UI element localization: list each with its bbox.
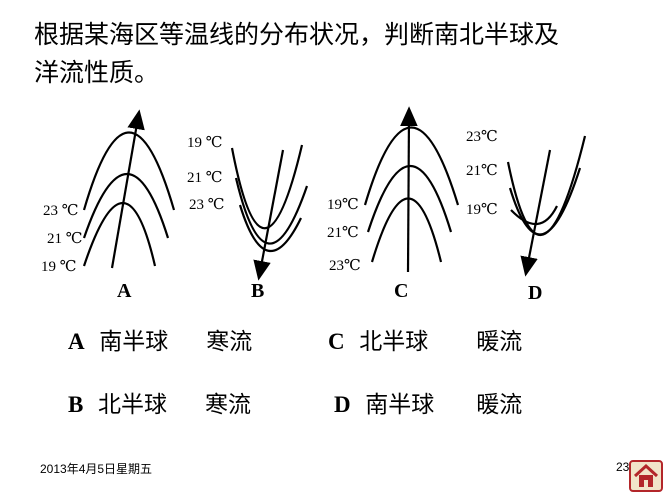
option-d-current: 暖流 xyxy=(476,392,523,418)
panel-c xyxy=(363,106,460,273)
panel-d-letter: D xyxy=(528,282,542,304)
panel-a-letter: A xyxy=(117,280,132,302)
panel-c-current-arrow xyxy=(400,106,418,273)
panel-b-label-2: 21 ℃ xyxy=(187,170,223,186)
option-d-key: D xyxy=(334,392,351,417)
panel-a xyxy=(82,109,176,269)
home-icon[interactable] xyxy=(629,460,663,492)
question-text: 根据某海区等温线的分布状况，判断南北半球及 洋流性质。 xyxy=(34,16,654,92)
option-b-current: 寒流 xyxy=(204,392,251,418)
panel-d xyxy=(506,135,587,277)
panel-b-isotherm-inner xyxy=(238,204,302,252)
panel-d-label-2: 21℃ xyxy=(466,163,498,179)
panel-c-isotherm-inner xyxy=(370,197,443,263)
panel-b-isotherm-outer xyxy=(230,144,304,230)
panel-b-label-3: 23 ℃ xyxy=(189,197,225,213)
panel-a-label-3: 19 ℃ xyxy=(41,259,77,275)
panel-c-isotherm-outer xyxy=(363,126,460,206)
panel-d-label-1: 23℃ xyxy=(466,129,498,145)
panel-d-isotherm-inner xyxy=(510,205,558,226)
panel-b-current-arrow xyxy=(253,149,285,281)
option-b-hemisphere: 北半球 xyxy=(97,392,167,418)
question-line-2: 洋流性质。 xyxy=(34,58,160,87)
panel-c-label-1: 19℃ xyxy=(327,197,359,213)
panel-b-isotherm-middle xyxy=(234,177,309,245)
option-a-key: A xyxy=(68,329,85,354)
option-c-hemisphere: 北半球 xyxy=(359,329,429,355)
panel-a-isotherm-outer xyxy=(82,131,176,211)
option-a[interactable]: A 南半球 寒流 xyxy=(68,322,252,356)
panel-a-label-1: 23 ℃ xyxy=(43,203,79,219)
option-c-key: C xyxy=(328,329,345,354)
panel-d-isotherm-middle xyxy=(508,167,582,236)
option-c[interactable]: C 北半球 暖流 xyxy=(328,322,522,356)
panel-b xyxy=(230,144,309,281)
page-number: 23 xyxy=(616,460,630,474)
option-c-current: 暖流 xyxy=(476,329,523,355)
option-b-key: B xyxy=(68,392,84,417)
question-line-1: 根据某海区等温线的分布状况，判断南北半球及 xyxy=(34,20,560,49)
panel-d-current-arrow xyxy=(520,149,552,277)
panel-c-label-3: 23℃ xyxy=(329,258,361,274)
option-d[interactable]: D 南半球 暖流 xyxy=(334,385,522,419)
panel-c-label-2: 21℃ xyxy=(327,225,359,241)
panel-a-current-arrow xyxy=(110,109,145,269)
option-d-hemisphere: 南半球 xyxy=(365,392,435,418)
footer-date: 2013年4月5日星期五 xyxy=(40,462,153,476)
panel-b-letter: B xyxy=(251,280,264,302)
panel-b-label-1: 19 ℃ xyxy=(187,135,223,151)
option-a-hemisphere: 南半球 xyxy=(99,329,169,355)
panel-a-isotherm-middle xyxy=(82,173,170,239)
panel-c-letter: C xyxy=(394,280,408,302)
option-b[interactable]: B 北半球 寒流 xyxy=(68,385,251,419)
panel-a-label-2: 21 ℃ xyxy=(47,231,83,247)
panel-d-label-3: 19℃ xyxy=(466,202,498,218)
panel-c-isotherm-middle xyxy=(366,165,453,233)
option-a-current: 寒流 xyxy=(206,329,253,355)
